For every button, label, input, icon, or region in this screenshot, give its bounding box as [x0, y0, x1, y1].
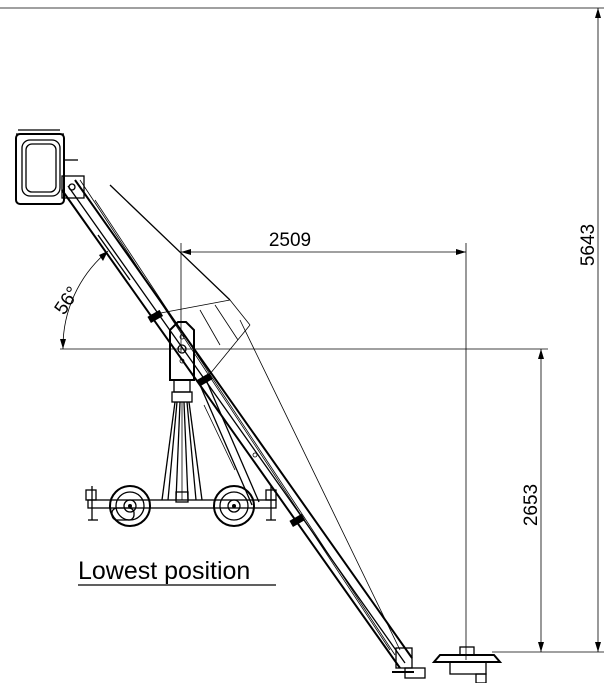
trolley-chassis [85, 486, 277, 521]
caption-text: Lowest position [78, 557, 250, 585]
boom-assembly [61, 179, 413, 669]
caption-group: Lowest position [78, 557, 276, 586]
lamp-head [15, 129, 85, 205]
boom-angle-label: 56° [51, 283, 84, 319]
reach-label: 2509 [269, 230, 311, 251]
dimension-reach: 2509 [180, 230, 467, 660]
max-height-label: 5643 [578, 224, 599, 266]
support-strut [199, 381, 260, 506]
dimension-max-height: 5643 [492, 8, 604, 653]
boom-foot [392, 647, 426, 679]
wheel-front [109, 485, 151, 527]
mast [161, 321, 203, 501]
base-plate [431, 646, 503, 683]
dimension-pivot-height: 2653 [60, 348, 548, 652]
dimension-boom-angle: 56° [51, 250, 109, 350]
wheel-rear [213, 485, 255, 527]
pivot-height-label: 2653 [521, 484, 542, 526]
